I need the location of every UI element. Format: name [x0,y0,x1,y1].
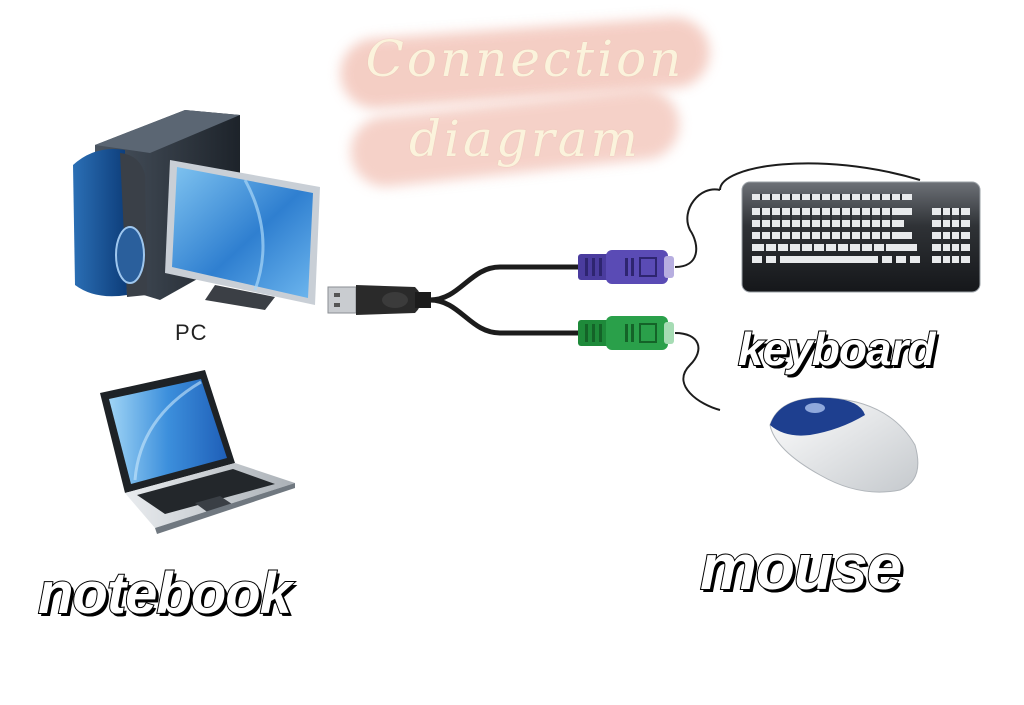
usb-plug-icon [327,285,431,315]
title-line-1: Connection [365,30,685,88]
keyboard-label: keyboard [737,322,937,376]
desktop-computer-icon [73,110,320,310]
diagram-title: Connection diagram [330,15,720,193]
mouse-label: mouse [699,530,903,604]
notebook-label: notebook [37,560,293,627]
mouse-icon [769,397,919,493]
keyboard-icon [719,162,981,293]
laptop-icon [100,370,295,534]
ps2-keyboard-plug-icon [578,250,674,284]
ps2-mouse-plug-icon [578,316,674,350]
title-line-2: diagram [409,110,641,168]
pc-label: PC [175,320,208,345]
usb-ps2-splitter-cable [327,188,721,411]
